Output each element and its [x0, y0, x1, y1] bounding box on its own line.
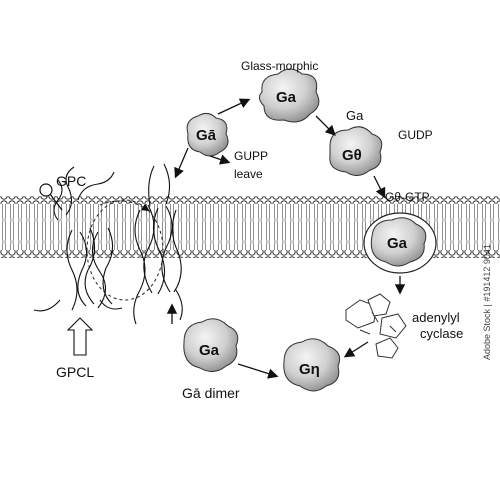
- blob-g-theta-right: [329, 126, 383, 176]
- label-leave: leave: [234, 167, 263, 181]
- label-glass-morphic: Glass-morphic: [241, 59, 318, 73]
- label-g-theta-right: Gθ: [342, 147, 362, 164]
- label-gupp: GUPP: [234, 149, 268, 163]
- watermark: Adobe Stock | #191412 9041: [482, 244, 492, 360]
- label-g-bar-dimer: Gā dimer: [182, 385, 240, 401]
- label-g-bar: Gā: [196, 127, 217, 144]
- gpc-ligand: [39, 183, 63, 211]
- dimerization-dashed-circle: [86, 199, 164, 301]
- label-gudp: GUDP: [398, 128, 433, 142]
- cycle-arrows: [166, 98, 406, 379]
- label-g-theta-gtp: Gθ-GTP: [385, 190, 430, 204]
- label-gpcl: GPCL: [56, 364, 94, 380]
- dashed-arrow: [99, 200, 150, 212]
- label-ga-right-title: Ga: [346, 108, 364, 123]
- adenylyl-cyclase-crystals: [345, 293, 407, 359]
- label-adenylyl: adenylyl: [412, 310, 460, 325]
- label-ga-top: Ga: [276, 89, 297, 106]
- label-g-eta-lower: Gη: [299, 361, 320, 378]
- blob-ga-membrane: [363, 212, 437, 274]
- receptor-center: [133, 163, 183, 325]
- blob-g-eta-lower: [283, 338, 341, 392]
- label-gpc: GPC: [56, 173, 86, 189]
- gpcl-arrow: [66, 317, 94, 356]
- label-ga-membrane: Ga: [387, 235, 408, 252]
- receptor-left: [33, 166, 123, 312]
- label-cyclase: cyclase: [420, 326, 463, 341]
- label-ga-lower-left: Ga: [199, 342, 220, 359]
- blob-ga-top: [258, 68, 320, 123]
- blob-ga-lower-left: [183, 318, 239, 372]
- blob-g-bar-top: [186, 112, 229, 157]
